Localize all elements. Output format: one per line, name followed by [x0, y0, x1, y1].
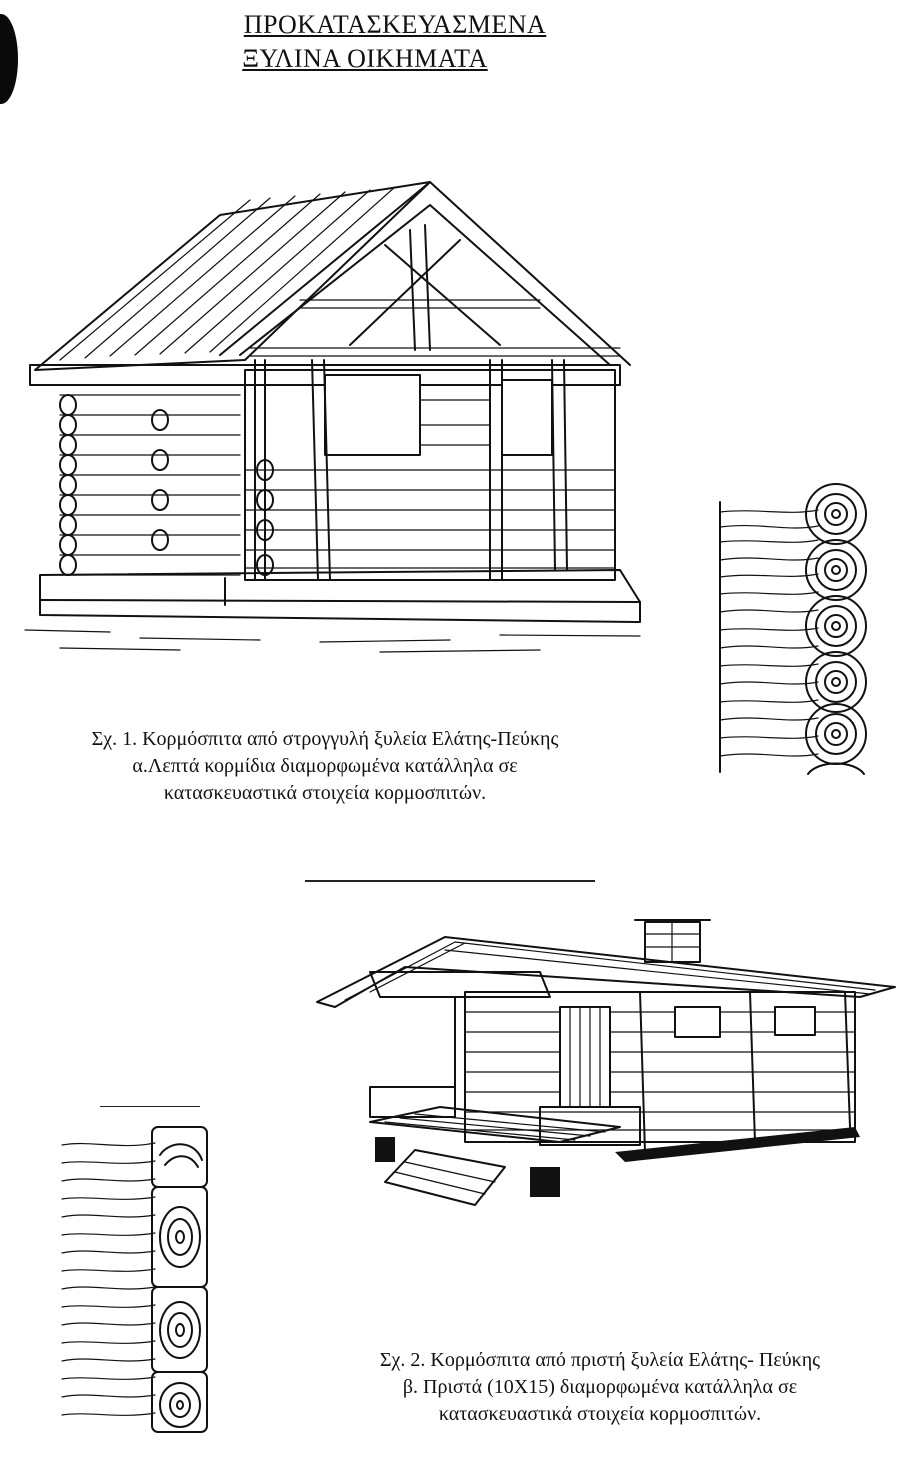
round-log-detail-illustration	[719, 483, 867, 775]
sawn-timber-cabin-illustration	[316, 919, 896, 1206]
round-log-cabin-illustration	[24, 181, 641, 653]
figure2-caption-line2: β. Πριστά (10Χ15) διαμορφωμένα κατάλληλα…	[402, 1376, 798, 1398]
sawn-log-detail-illustration	[61, 1126, 208, 1433]
page-title-line2: ΞΥΛΙΝΑ ΟΙΚΗΜΑΤΑ	[242, 44, 488, 73]
figure2-caption-line1: Σχ. 2. Κορμόσπιτα από πριστή ξυλεία Ελάτ…	[379, 1349, 821, 1371]
separator-line	[100, 1106, 200, 1107]
figure1-caption: Σχ. 1. Κορμόσπιτα από στρογγυλή ξυλεία Ε…	[30, 726, 620, 807]
scan-edge-mark	[0, 14, 18, 104]
figure1-caption-line2: α.Λεπτά κορμίδια διαμορφωμένα κατάλληλα …	[132, 755, 518, 777]
separator-line	[305, 880, 595, 882]
figure2-caption: Σχ. 2. Κορμόσπιτα από πριστή ξυλεία Ελάτ…	[320, 1347, 880, 1428]
figure1-caption-line1: Σχ. 1. Κορμόσπιτα από στρογγυλή ξυλεία Ε…	[91, 728, 559, 750]
figure2-caption-line3: κατασκευαστικά στοιχεία κορμοσπιτών.	[438, 1403, 762, 1425]
figure1-caption-line3: κατασκευαστικά στοιχεία κορμοσπιτών.	[163, 782, 487, 804]
page-title-line1: ΠΡΟΚΑΤΑΣΚΕΥΑΣΜΕΝΑ	[243, 10, 547, 39]
